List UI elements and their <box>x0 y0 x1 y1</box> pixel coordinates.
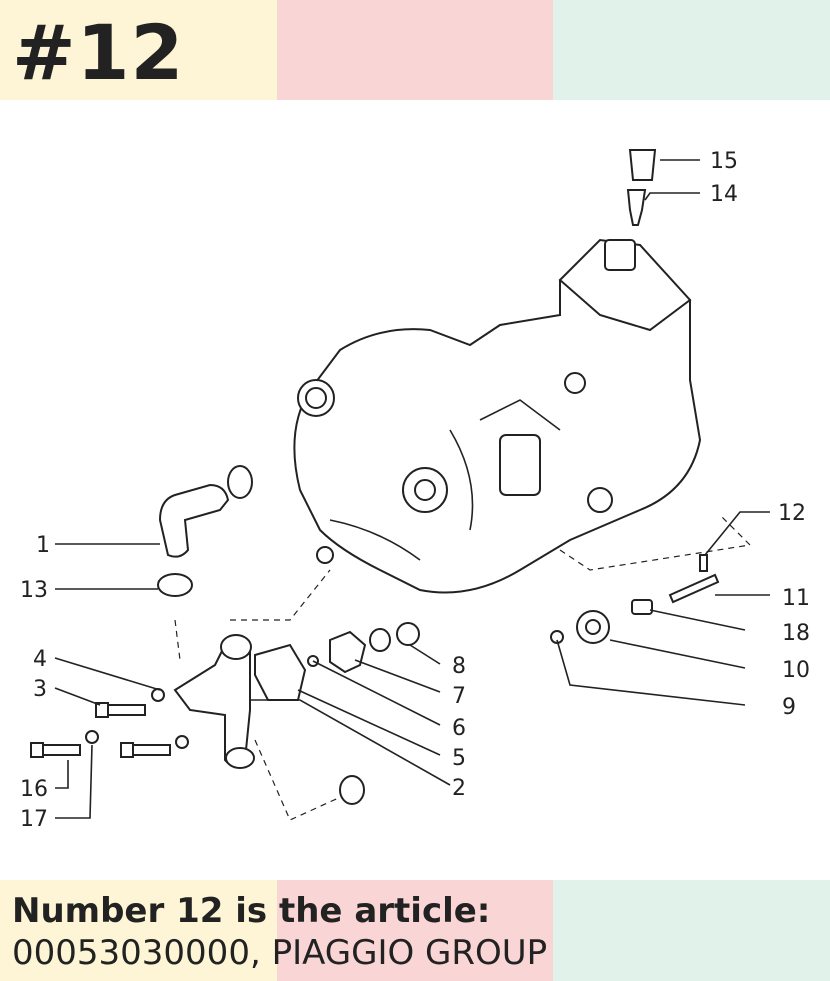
page-title: #12 <box>12 8 185 97</box>
label-15: 15 <box>710 149 738 174</box>
label-11: 11 <box>782 586 810 611</box>
label-10: 10 <box>782 658 810 683</box>
label-12: 12 <box>778 501 806 526</box>
label-6: 6 <box>452 716 466 741</box>
label-2: 2 <box>452 776 466 801</box>
label-13: 13 <box>20 578 48 603</box>
caption-heading: Number 12 is the article: <box>12 891 491 931</box>
label-1: 1 <box>36 533 50 558</box>
label-17: 17 <box>20 807 48 832</box>
label-9: 9 <box>782 695 796 720</box>
exploded-parts-diagram: 1 2 3 4 5 6 7 8 9 10 11 12 13 14 15 16 1… <box>20 149 810 832</box>
label-8: 8 <box>452 654 466 679</box>
header-band <box>0 0 830 100</box>
caption-article-number: 00053030000, PIAGGIO GROUP <box>12 933 548 973</box>
label-7: 7 <box>452 684 466 709</box>
article-caption: Number 12 is the article: 00053030000, P… <box>12 890 547 974</box>
label-4: 4 <box>33 647 47 672</box>
label-5: 5 <box>452 746 466 771</box>
label-3: 3 <box>33 677 47 702</box>
engine-block <box>293 238 702 594</box>
caption-band <box>0 880 830 981</box>
label-14: 14 <box>710 182 738 207</box>
label-18: 18 <box>782 621 810 646</box>
label-16: 16 <box>20 777 48 802</box>
